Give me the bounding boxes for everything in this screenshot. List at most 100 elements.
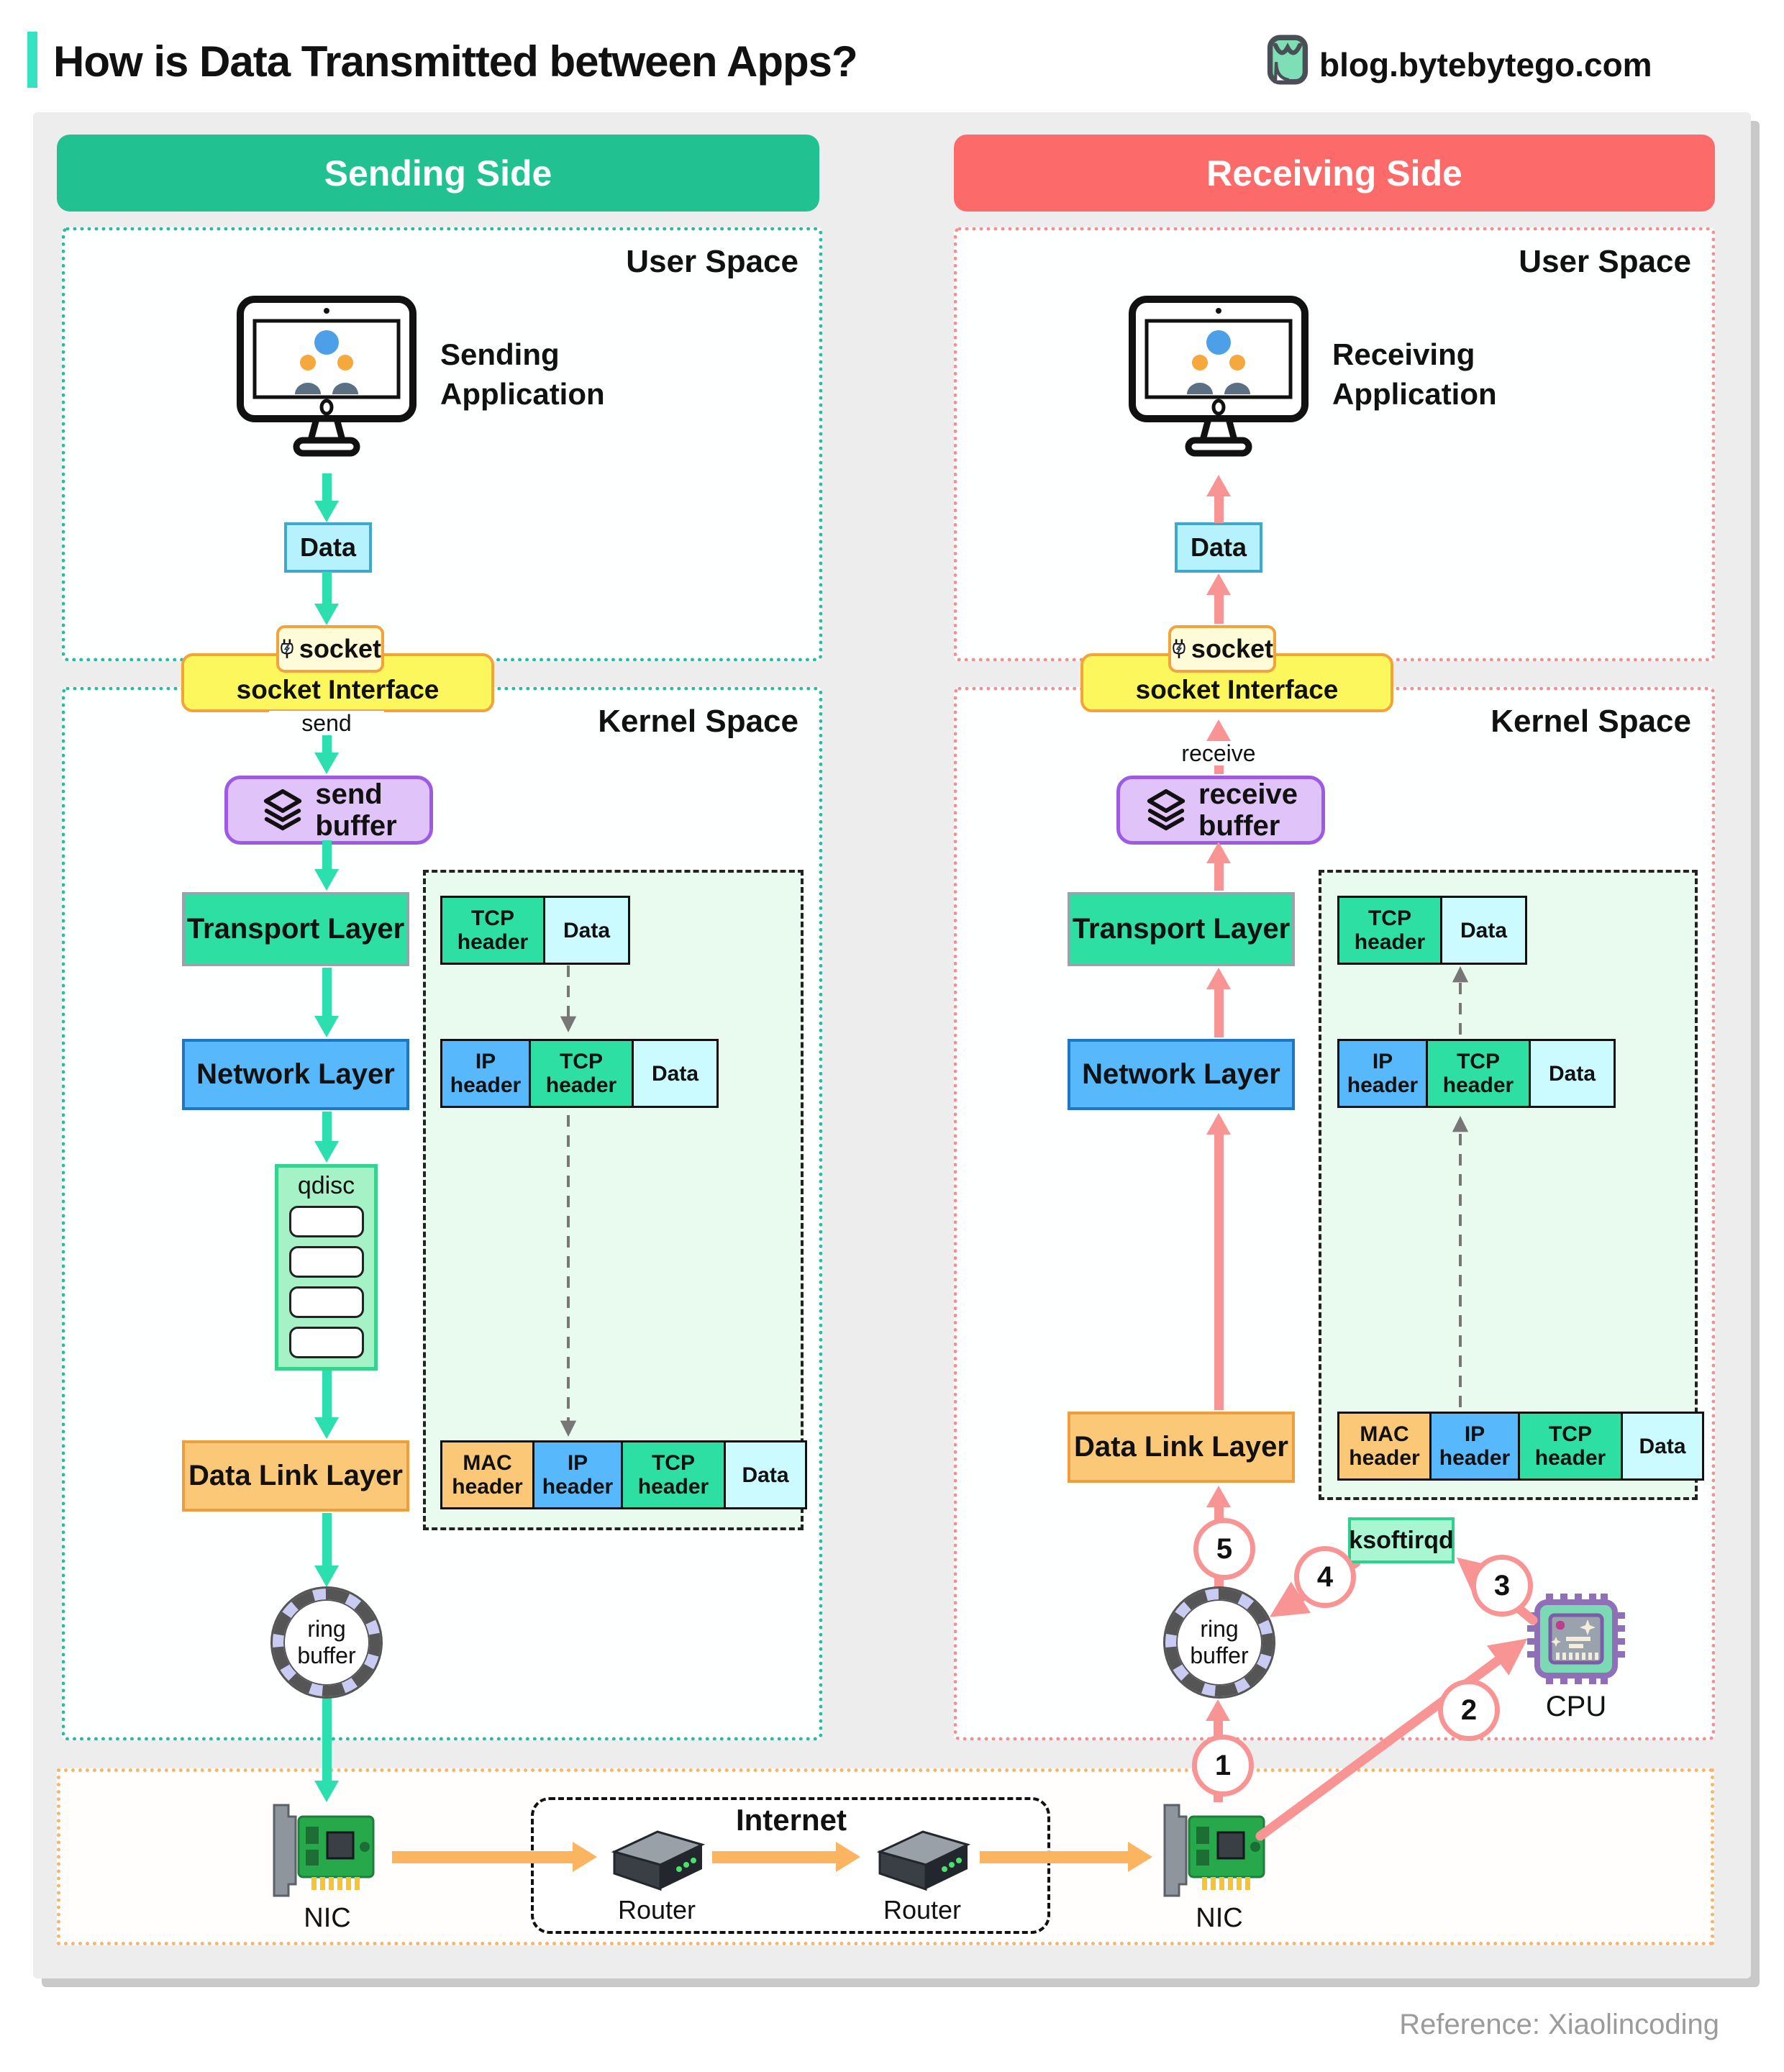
receive-buffer-label: receive buffer bbox=[1198, 778, 1298, 842]
arrow-datalink-to-network bbox=[1206, 1113, 1231, 1410]
sending-packet-panel bbox=[423, 870, 804, 1530]
packet-row-mac: MAC header IP header TCP header Data bbox=[1337, 1412, 1704, 1481]
ksoftirqd-box: ksoftirqd bbox=[1348, 1517, 1455, 1563]
router1-label: Router bbox=[617, 1895, 696, 1925]
sending-socket-badge: socket bbox=[276, 625, 384, 673]
sending-side-header: Sending Side bbox=[57, 135, 819, 212]
user-space-label: User Space bbox=[1519, 244, 1691, 279]
socket-interface-label: socket Interface bbox=[236, 675, 440, 704]
mac-header-cell: MAC header bbox=[440, 1440, 534, 1509]
reference-note: Reference: Xiaolincoding bbox=[1399, 2009, 1719, 2040]
sending-side-label: Sending Side bbox=[324, 153, 552, 194]
arrow-nic-to-internet bbox=[392, 1842, 597, 1872]
site-url: blog.bytebytego.com bbox=[1319, 46, 1652, 83]
arrow-qdisc-to-datalink bbox=[314, 1371, 339, 1439]
arrow-socket-to-data bbox=[1206, 573, 1231, 624]
packet-row-ip: IP header TCP header Data bbox=[1337, 1039, 1616, 1108]
socket-label: socket bbox=[1191, 634, 1273, 663]
router-icon bbox=[611, 1830, 706, 1891]
tcp-header-cell: TCP header bbox=[529, 1039, 634, 1108]
arrow-nic-to-cpu bbox=[1255, 1638, 1528, 1841]
transport-layer-label: Transport Layer bbox=[186, 913, 405, 945]
packet-row-ip: IP header TCP header Data bbox=[440, 1039, 719, 1108]
sending-ring-buffer: ring buffer bbox=[273, 1589, 381, 1696]
network-layer-label: Network Layer bbox=[196, 1058, 395, 1090]
step-circle-4: 4 bbox=[1294, 1546, 1356, 1608]
plug-icon bbox=[281, 639, 293, 658]
arrow-transport-to-buffer bbox=[1206, 842, 1231, 891]
receiving-side-header: Receiving Side bbox=[954, 135, 1715, 212]
arrow-transport-to-network bbox=[314, 968, 339, 1037]
layers-icon bbox=[264, 789, 302, 831]
cpu-label: CPU bbox=[1545, 1691, 1607, 1722]
arrow-data-to-socket bbox=[314, 572, 339, 625]
sending-network-layer: Network Layer bbox=[182, 1039, 409, 1110]
data-cell: Data bbox=[543, 896, 630, 965]
step-circle-2: 2 bbox=[1438, 1679, 1500, 1741]
receiving-network-layer: Network Layer bbox=[1068, 1039, 1295, 1110]
tcp-header-cell: TCP header bbox=[1426, 1039, 1531, 1108]
step-number: 1 bbox=[1214, 1749, 1232, 1781]
arrow-internet-to-nic bbox=[980, 1842, 1152, 1872]
sending-transport-layer: Transport Layer bbox=[182, 892, 409, 966]
step-circle-1: 1 bbox=[1192, 1735, 1254, 1796]
arrow-buffer-to-transport bbox=[314, 840, 339, 891]
plug-icon bbox=[1173, 639, 1185, 658]
data-cell: Data bbox=[632, 1039, 719, 1108]
packet-row-tcp: TCP header Data bbox=[440, 896, 630, 965]
bytebytego-logo-icon bbox=[1267, 35, 1309, 85]
receiving-user-space: User Space bbox=[954, 227, 1715, 661]
send-buffer-label: send buffer bbox=[315, 778, 397, 842]
send-call-label: send bbox=[269, 711, 384, 735]
receiving-side-label: Receiving Side bbox=[1206, 153, 1462, 194]
step-circle-5: 5 bbox=[1193, 1518, 1255, 1580]
receiving-socket-badge: socket bbox=[1168, 625, 1276, 673]
ring-buffer-label: ring buffer bbox=[1190, 1616, 1249, 1668]
page-title: How is Data Transmitted between Apps? bbox=[53, 37, 858, 86]
receiving-packet-panel bbox=[1319, 870, 1698, 1500]
step-number: 4 bbox=[1316, 1560, 1334, 1593]
qdisc-slot bbox=[288, 1246, 364, 1278]
data-cell: Data bbox=[724, 1440, 807, 1509]
sending-computer-icon bbox=[237, 296, 417, 457]
receiving-transport-layer: Transport Layer bbox=[1068, 892, 1295, 966]
router-icon bbox=[876, 1830, 971, 1891]
sending-app-label: Sending Application bbox=[440, 337, 605, 411]
transport-layer-label: Transport Layer bbox=[1072, 913, 1291, 945]
kernel-space-label: Kernel Space bbox=[1491, 704, 1691, 739]
receiving-datalink-layer: Data Link Layer bbox=[1068, 1412, 1295, 1483]
datalink-layer-label: Data Link Layer bbox=[188, 1460, 403, 1491]
qdisc-slot bbox=[288, 1206, 364, 1237]
socket-label: socket bbox=[299, 634, 381, 663]
ip-header-cell: IP header bbox=[532, 1440, 623, 1509]
receiving-ring-buffer: ring buffer bbox=[1165, 1589, 1273, 1696]
datalink-layer-label: Data Link Layer bbox=[1074, 1431, 1288, 1463]
mac-header-cell: MAC header bbox=[1337, 1412, 1432, 1481]
sending-nic-label: NIC bbox=[304, 1903, 351, 1933]
kernel-space-label: Kernel Space bbox=[598, 704, 798, 739]
tcp-header-cell: TCP header bbox=[621, 1440, 726, 1509]
tcp-header-cell: TCP header bbox=[1518, 1412, 1623, 1481]
arrow-data-to-app bbox=[1206, 475, 1231, 523]
ip-header-cell: IP header bbox=[1429, 1412, 1520, 1481]
user-space-label: User Space bbox=[626, 244, 798, 279]
step-number: 3 bbox=[1493, 1569, 1511, 1601]
step-number: 5 bbox=[1216, 1532, 1233, 1565]
sending-data-box: Data bbox=[284, 522, 372, 573]
data-cell: Data bbox=[1621, 1412, 1704, 1481]
arrow-datalink-to-ring bbox=[314, 1513, 339, 1587]
network-layer-label: Network Layer bbox=[1082, 1058, 1280, 1090]
ksoftirqd-label: ksoftirqd bbox=[1349, 1526, 1454, 1554]
receiving-nic-icon bbox=[1163, 1804, 1265, 1897]
layers-icon bbox=[1147, 789, 1185, 831]
ip-header-cell: IP header bbox=[1337, 1039, 1428, 1108]
arrow-network-to-transport bbox=[1206, 968, 1231, 1037]
internet-label: Internet bbox=[735, 1803, 847, 1837]
ring-buffer-label: ring buffer bbox=[297, 1616, 356, 1668]
data-cell: Data bbox=[1529, 1039, 1616, 1108]
socket-interface-label: socket Interface bbox=[1135, 675, 1339, 704]
packet-row-mac: MAC header IP header TCP header Data bbox=[440, 1440, 807, 1509]
step-circle-3: 3 bbox=[1471, 1555, 1533, 1617]
data-cell: Data bbox=[1440, 896, 1527, 965]
